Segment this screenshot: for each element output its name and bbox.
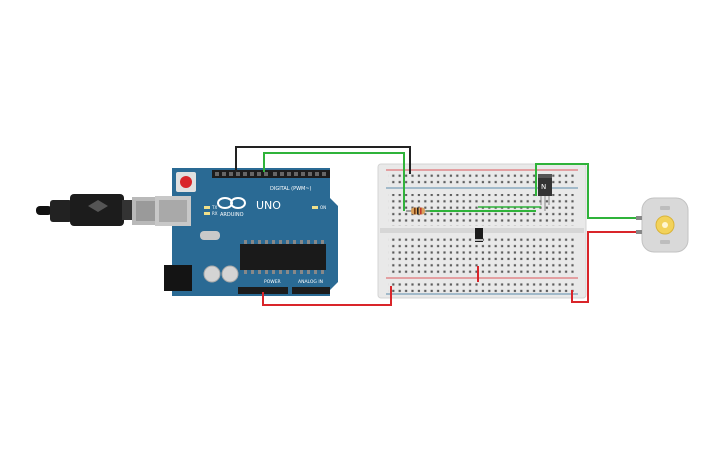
arduino-uno[interactable]: DIGITAL (PWM~) ARDUINO UNO TX RX ON [155, 168, 338, 296]
transistor-label: N [541, 183, 546, 191]
microcontroller-chip [240, 244, 326, 270]
motor-terminal-1[interactable] [636, 216, 642, 220]
power-jack [164, 265, 192, 291]
svg-text:RX: RX [212, 211, 218, 216]
top-power-rail [388, 173, 574, 185]
crystal [200, 231, 220, 240]
led-on [312, 206, 318, 209]
diode[interactable] [475, 228, 483, 242]
bottom-power-rail [388, 281, 574, 293]
power-header-label: POWER [264, 279, 281, 285]
digital-header-label: DIGITAL (PWM~) [270, 186, 312, 192]
analog-header-label: ANALOG IN [298, 279, 323, 285]
npn-transistor[interactable]: N [538, 174, 552, 211]
power-header [238, 287, 288, 294]
digital-header [212, 170, 330, 178]
wire-green-motor[interactable] [535, 163, 640, 219]
capacitor-2 [221, 265, 239, 283]
led-rx [204, 212, 210, 215]
usb-cable[interactable] [36, 194, 172, 226]
capacitor-1 [203, 265, 221, 283]
arduino-logo-icon [217, 197, 246, 209]
board-brand: ARDUINO [220, 212, 244, 218]
wire-red-power[interactable] [262, 286, 392, 306]
analog-header [292, 287, 330, 294]
wire-black[interactable] [235, 146, 411, 174]
board-model: UNO [256, 199, 281, 212]
motor-terminal-2[interactable] [636, 230, 642, 234]
led-tx [204, 206, 210, 209]
wire-red-motor[interactable] [571, 231, 640, 303]
resistor[interactable] [406, 207, 430, 215]
svg-text:ON: ON [320, 205, 326, 210]
dc-motor[interactable] [636, 197, 689, 253]
svg-text:TX: TX [211, 205, 217, 210]
bottom-terminal-strip [388, 236, 574, 274]
wire-green-signal[interactable] [263, 152, 405, 211]
usb-icon [88, 200, 108, 212]
